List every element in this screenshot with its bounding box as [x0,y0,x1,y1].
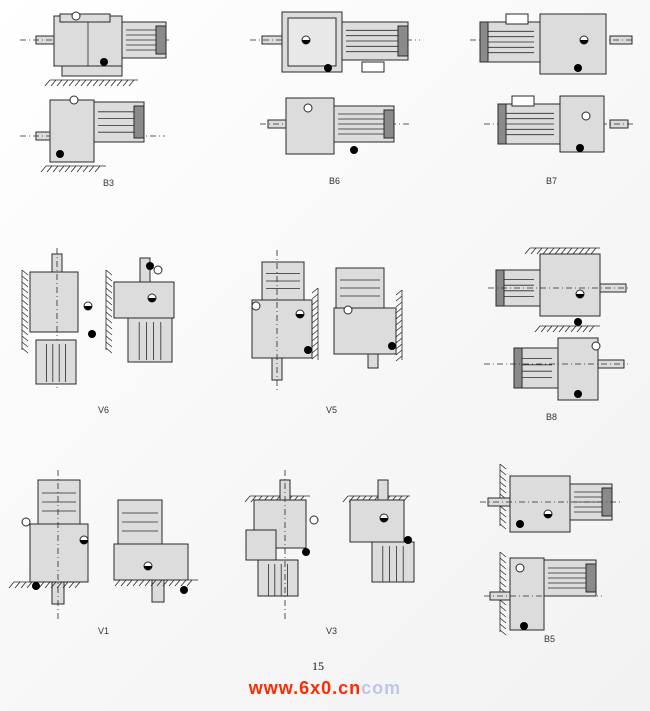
label-v6: V6 [98,405,109,415]
label-b6: B6 [329,176,340,186]
label-b8: B8 [546,412,557,422]
page-number: 15 [312,659,324,673]
label-b3: B3 [103,178,114,188]
watermark: www.6x0.cncom [0,678,650,699]
watermark-suffix: com [361,678,402,698]
label-b5: B5 [544,634,555,644]
label-v5: V5 [326,405,337,415]
label-v1: V1 [98,626,109,636]
label-b7: B7 [546,176,557,186]
label-v3: V3 [326,626,337,636]
watermark-text: www.6x0.cn [248,678,362,698]
drawing-artwork [8,11,634,636]
